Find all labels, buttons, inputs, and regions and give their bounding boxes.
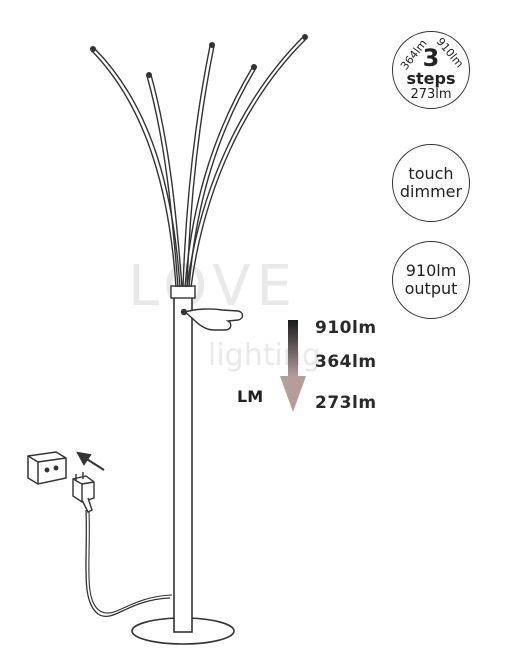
dimming-arrow-icon	[280, 320, 306, 412]
touch-badge-line1: touch	[408, 164, 454, 184]
steps-badge-bottom: 273lm	[410, 86, 452, 102]
steps-badge-number: 3	[422, 43, 440, 72]
output-badge: 910lm output	[392, 241, 470, 319]
lm-label: LM	[237, 387, 264, 406]
level-label-low: 273lm	[315, 393, 377, 413]
output-badge-line2: output	[404, 279, 458, 298]
watermark-subtext: lighting	[208, 338, 321, 373]
level-label-high: 910lm	[315, 318, 377, 338]
steps-badge-word: steps	[406, 68, 456, 88]
level-label-mid: 364lm	[315, 352, 377, 372]
output-badge-line1: 910lm	[405, 261, 457, 281]
hand-touch-icon	[180, 308, 244, 331]
touch-badge-line2: dimmer	[399, 182, 463, 201]
power-adapter-plug-icon	[72, 472, 95, 513]
wall-socket-icon	[27, 451, 67, 485]
touch-dimmer-badge: touch dimmer	[392, 144, 470, 222]
steps-badge: 364lm 910lm 3 steps 273lm	[392, 31, 470, 109]
